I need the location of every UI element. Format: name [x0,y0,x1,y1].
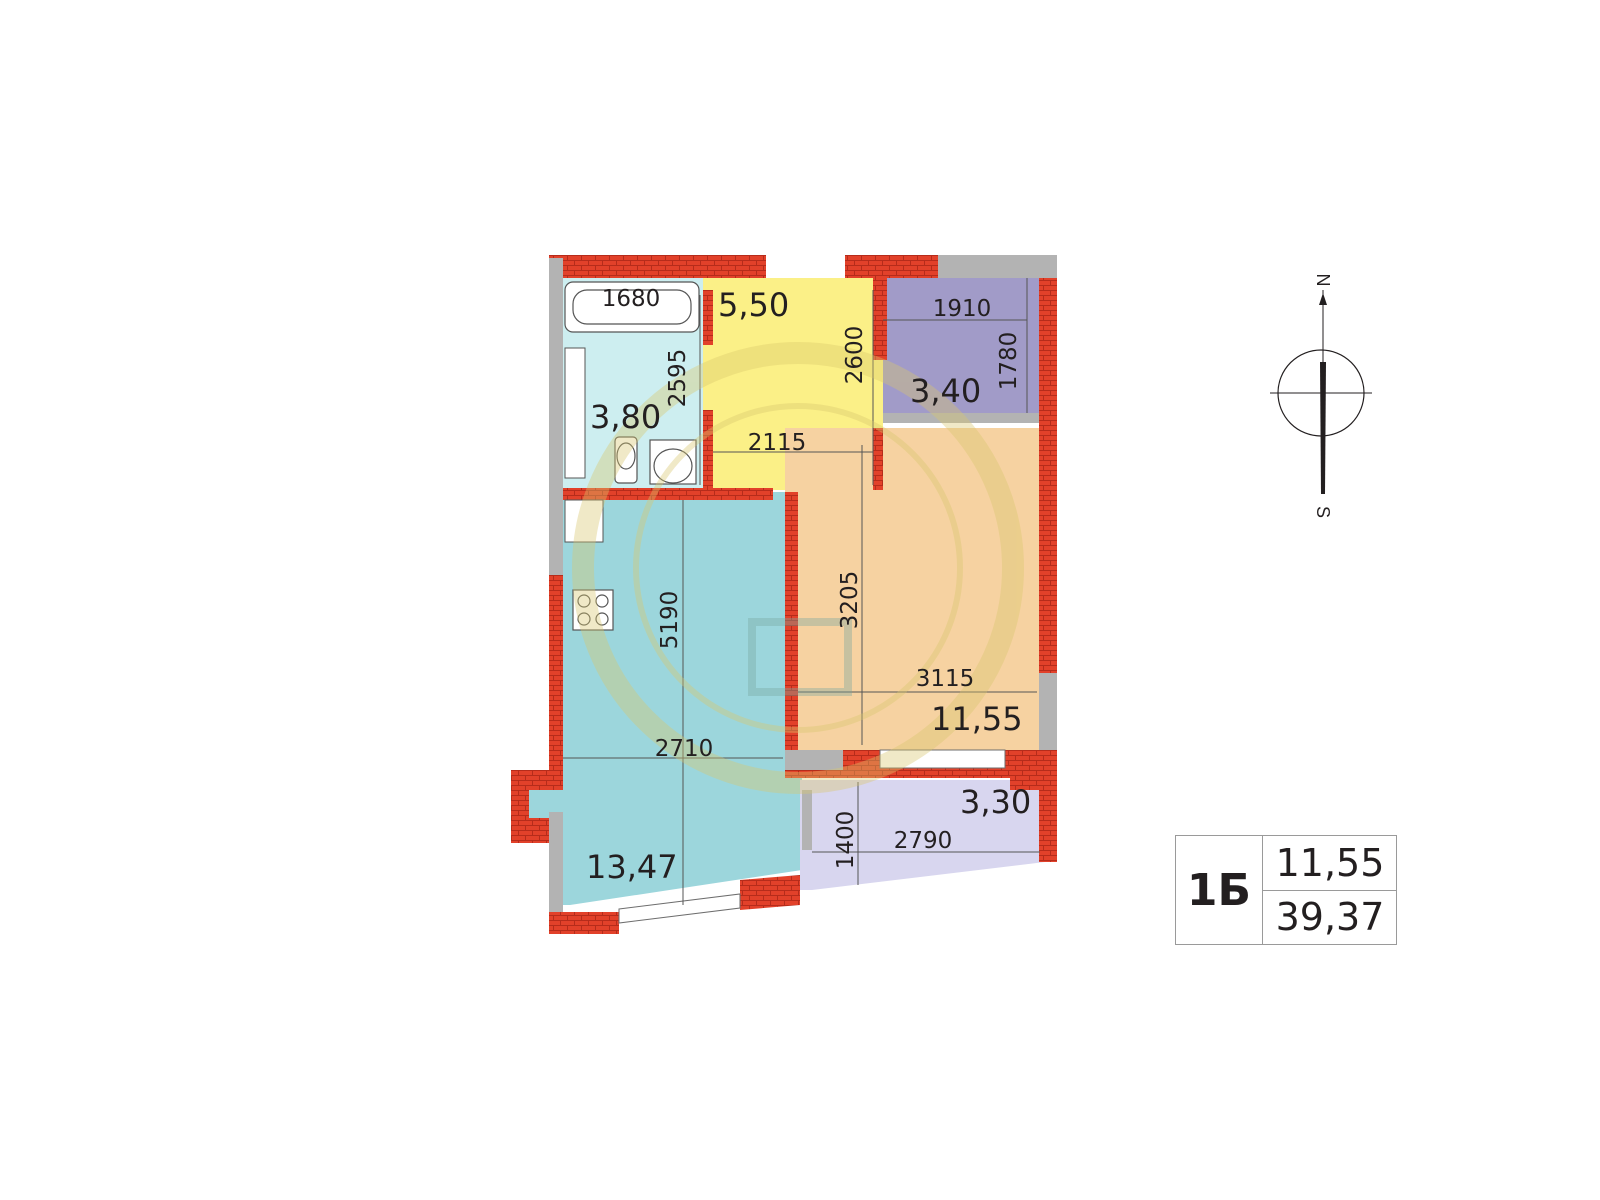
partitions [549,255,1057,912]
bathtub-icon [564,281,700,333]
balcony-fill [800,780,1045,890]
living-area-value: 11,55 [1263,836,1397,891]
dim-storage-length: 1780 [996,332,1022,391]
storage-fill [883,278,1039,423]
walls [511,255,1057,934]
dim-hall-length: 2600 [842,326,868,385]
dimension-lines [563,278,1040,905]
apartment-type: 1Б [1176,836,1263,944]
dim-bath-width: 1680 [602,286,661,312]
dim-balcony-depth: 1400 [833,811,859,870]
dim-bedroom-length: 3205 [837,571,863,630]
radiator-icon [564,347,586,479]
dim-hall-width: 2115 [748,430,807,456]
area-bedroom: 11,55 [931,700,1023,738]
area-bathroom: 3,80 [590,398,661,436]
sink-icon [649,439,697,485]
watermark-seal [572,342,1024,794]
apartment-summary-table: 1Б 11,55 39,37 [1175,835,1397,945]
toilet-icon [614,436,638,484]
bedroom-fill [785,428,1039,750]
area-balcony: 3,30 [960,783,1031,821]
total-area-value: 39,37 [1275,895,1385,939]
windows [618,749,1006,924]
compass-icon: N S [1270,274,1372,518]
kitchen-sink-icon [564,499,604,543]
kitchen-fill [525,492,802,905]
dim-kitchen-width: 2710 [655,736,714,762]
dim-balcony-width: 2790 [894,828,953,854]
compass-south-label: S [1313,506,1333,518]
compass-north-label: N [1313,274,1333,287]
dim-bath-length: 2595 [665,349,691,408]
dim-bedroom-width: 3115 [916,666,975,692]
dim-kitchen-length: 5190 [657,591,683,650]
stove-icon [572,589,614,631]
dim-storage-width: 1910 [933,296,992,322]
area-hallway: 5,50 [718,286,789,324]
area-kitchen: 13,47 [586,848,678,886]
area-storage: 3,40 [910,372,981,410]
